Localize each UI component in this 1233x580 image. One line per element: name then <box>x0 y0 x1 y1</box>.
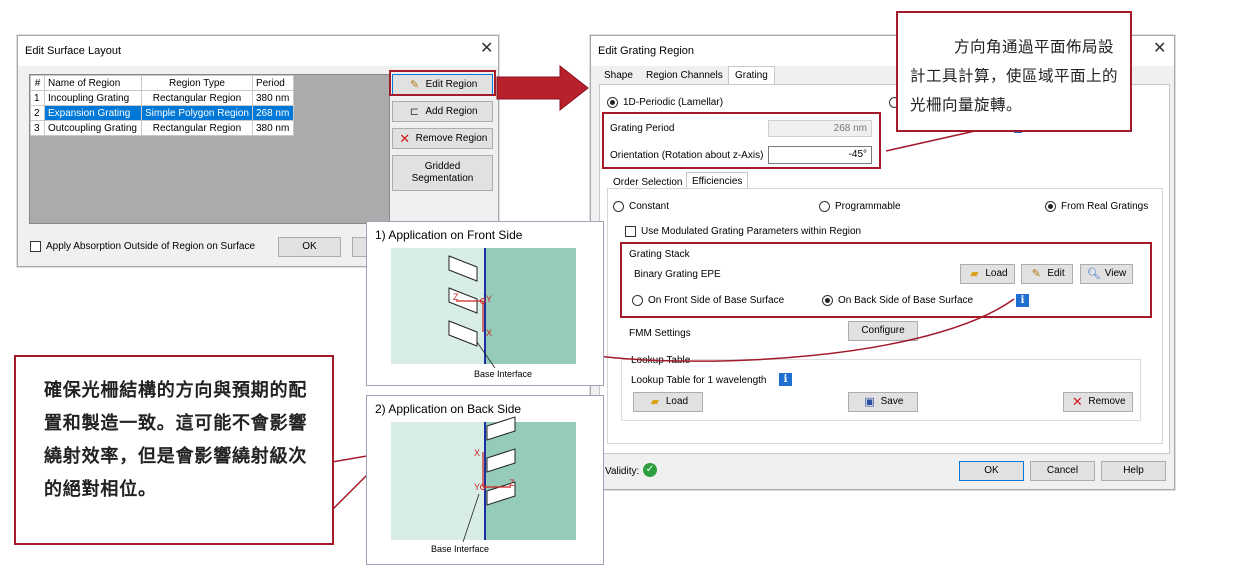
use-modulated-checkbox[interactable]: Use Modulated Grating Parameters within … <box>625 226 861 237</box>
folder-icon: ▰ <box>970 268 979 280</box>
info-icon[interactable]: i <box>779 373 792 386</box>
lookup-remove-button[interactable]: ✕ Remove <box>1063 392 1133 412</box>
grating-ok-button[interactable]: OK <box>959 461 1024 481</box>
lookup-table-text: Lookup Table for 1 wavelength <box>631 375 767 386</box>
add-region-button[interactable]: ⊏ Add Region <box>392 101 493 122</box>
edit-region-highlight <box>389 70 496 96</box>
info-icon[interactable]: i <box>1016 294 1029 307</box>
remove-region-button[interactable]: ✕ Remove Region <box>392 128 493 149</box>
back-base-label: Base Interface <box>431 544 490 554</box>
grating-stack-label: Grating Stack <box>629 249 690 260</box>
tab-shape[interactable]: Shape <box>604 70 633 81</box>
callout-left: 確保光柵結構的方向與預期的配置和製造一致。這可能不會影響繞射效率，但是會影響繞射… <box>14 355 334 545</box>
checkbox-box[interactable] <box>30 241 41 252</box>
surface-dialog-title: Edit Surface Layout <box>25 45 122 57</box>
close-icon[interactable]: ✕ <box>1153 40 1167 57</box>
grating-period-field: 268 nm <box>768 120 872 137</box>
check-circle-icon: ✓ <box>643 463 657 477</box>
lookup-load-button[interactable]: ▰ Load <box>633 392 703 412</box>
lookup-table-group <box>621 359 1141 421</box>
magnifier-icon: 🔍︎ <box>1086 268 1101 280</box>
save-icon: ▣ <box>864 396 875 408</box>
table-row-selected[interactable]: 2 Expansion Grating Simple Polygon Regio… <box>30 105 294 121</box>
constant-radio[interactable]: Constant <box>613 201 669 212</box>
add-region-icon: ⊏ <box>409 105 419 118</box>
remove-icon: ✕ <box>399 130 411 146</box>
surface-ok-button[interactable]: OK <box>278 237 341 257</box>
front-side-panel: 1) Application on Front Side Z Y X Base … <box>366 221 604 386</box>
stack-load-button[interactable]: ▰ Load <box>960 264 1015 284</box>
tab-region-channels[interactable]: Region Channels <box>646 70 723 81</box>
tab-order-selection[interactable]: Order Selection <box>613 177 683 188</box>
orientation-field[interactable]: -45° <box>768 146 872 164</box>
table-row[interactable]: 3 Outcoupling Grating Rectangular Region… <box>30 120 294 136</box>
back-side-diagram <box>391 416 576 543</box>
back-side-panel: 2) Application on Back Side X Y Z Base I… <box>366 395 604 565</box>
grating-help-button[interactable]: Help <box>1101 461 1166 481</box>
back-z-label: Z <box>509 478 515 488</box>
from-real-gratings-radio[interactable]: From Real Gratings <box>1045 201 1148 212</box>
edit-surface-layout-dialog: Edit Surface Layout ✕ # Name of Region R… <box>17 35 499 267</box>
region-list: # Name of Region Region Type Period 1 In… <box>29 74 390 224</box>
stack-name: Binary Grating EPE <box>634 269 721 280</box>
validity-label: Validity: <box>605 466 640 477</box>
region-table-header: # Name of Region Region Type Period <box>30 75 294 91</box>
orientation-label: Orientation (Rotation about z-Axis) <box>610 150 764 161</box>
front-x-label: X <box>486 328 493 338</box>
front-side-radio[interactable]: On Front Side of Base Surface <box>632 295 784 306</box>
surface-dialog-titlebar: Edit Surface Layout ✕ <box>18 36 498 66</box>
grating-cancel-button[interactable]: Cancel <box>1030 461 1095 481</box>
fmm-settings-label: FMM Settings <box>629 328 691 339</box>
grating-stack-highlight <box>620 242 1152 318</box>
big-red-arrow <box>496 64 589 112</box>
programmable-radio[interactable]: Programmable <box>819 201 901 212</box>
gridded-segmentation-button[interactable]: Gridded Segmentation <box>392 155 493 191</box>
callout-top: 方向角通過平面佈局設計工具計算，使區域平面上的光柵向量旋轉。 <box>896 11 1132 132</box>
pencil-icon: ✎ <box>410 78 420 91</box>
stack-view-button[interactable]: 🔍︎ View <box>1080 264 1133 284</box>
remove-icon: ✕ <box>1071 394 1083 409</box>
folder-icon: ▰ <box>650 396 660 408</box>
curved-arrow <box>589 298 1015 362</box>
back-panel-title: 2) Application on Back Side <box>375 402 522 416</box>
tab-grating[interactable]: Grating <box>728 66 775 85</box>
lookup-save-button[interactable]: ▣ Save <box>848 392 918 412</box>
grating-period-label: Grating Period <box>610 123 675 134</box>
apply-absorption-checkbox[interactable]: Apply Absorption Outside of Region on Su… <box>30 241 255 252</box>
region-table: # Name of Region Region Type Period 1 In… <box>30 75 294 136</box>
close-icon[interactable]: ✕ <box>480 40 494 57</box>
front-side-diagram <box>391 248 576 369</box>
configure-button[interactable]: Configure <box>848 321 918 341</box>
front-panel-title: 1) Application on Front Side <box>375 228 523 242</box>
callout-top-connector <box>885 130 976 152</box>
pencil-icon: ✎ <box>1031 268 1041 280</box>
front-base-label: Base Interface <box>474 369 533 379</box>
grating-dialog-title: Edit Grating Region <box>598 45 694 57</box>
tab-efficiencies[interactable]: Efficiencies <box>686 172 749 190</box>
back-x-label: X <box>474 448 481 458</box>
front-z-label: Z <box>453 292 459 302</box>
period-orientation-highlight <box>602 112 881 169</box>
front-y-label: Y <box>486 294 493 304</box>
periodic-radio[interactable]: 1D-Periodic (Lamellar) <box>607 97 723 108</box>
stack-edit-button[interactable]: ✎ Edit <box>1021 264 1073 284</box>
back-side-radio[interactable]: On Back Side of Base Surface <box>822 295 973 306</box>
table-row[interactable]: 1 Incoupling Grating Rectangular Region … <box>30 90 294 106</box>
back-y-label: Y <box>474 482 481 492</box>
